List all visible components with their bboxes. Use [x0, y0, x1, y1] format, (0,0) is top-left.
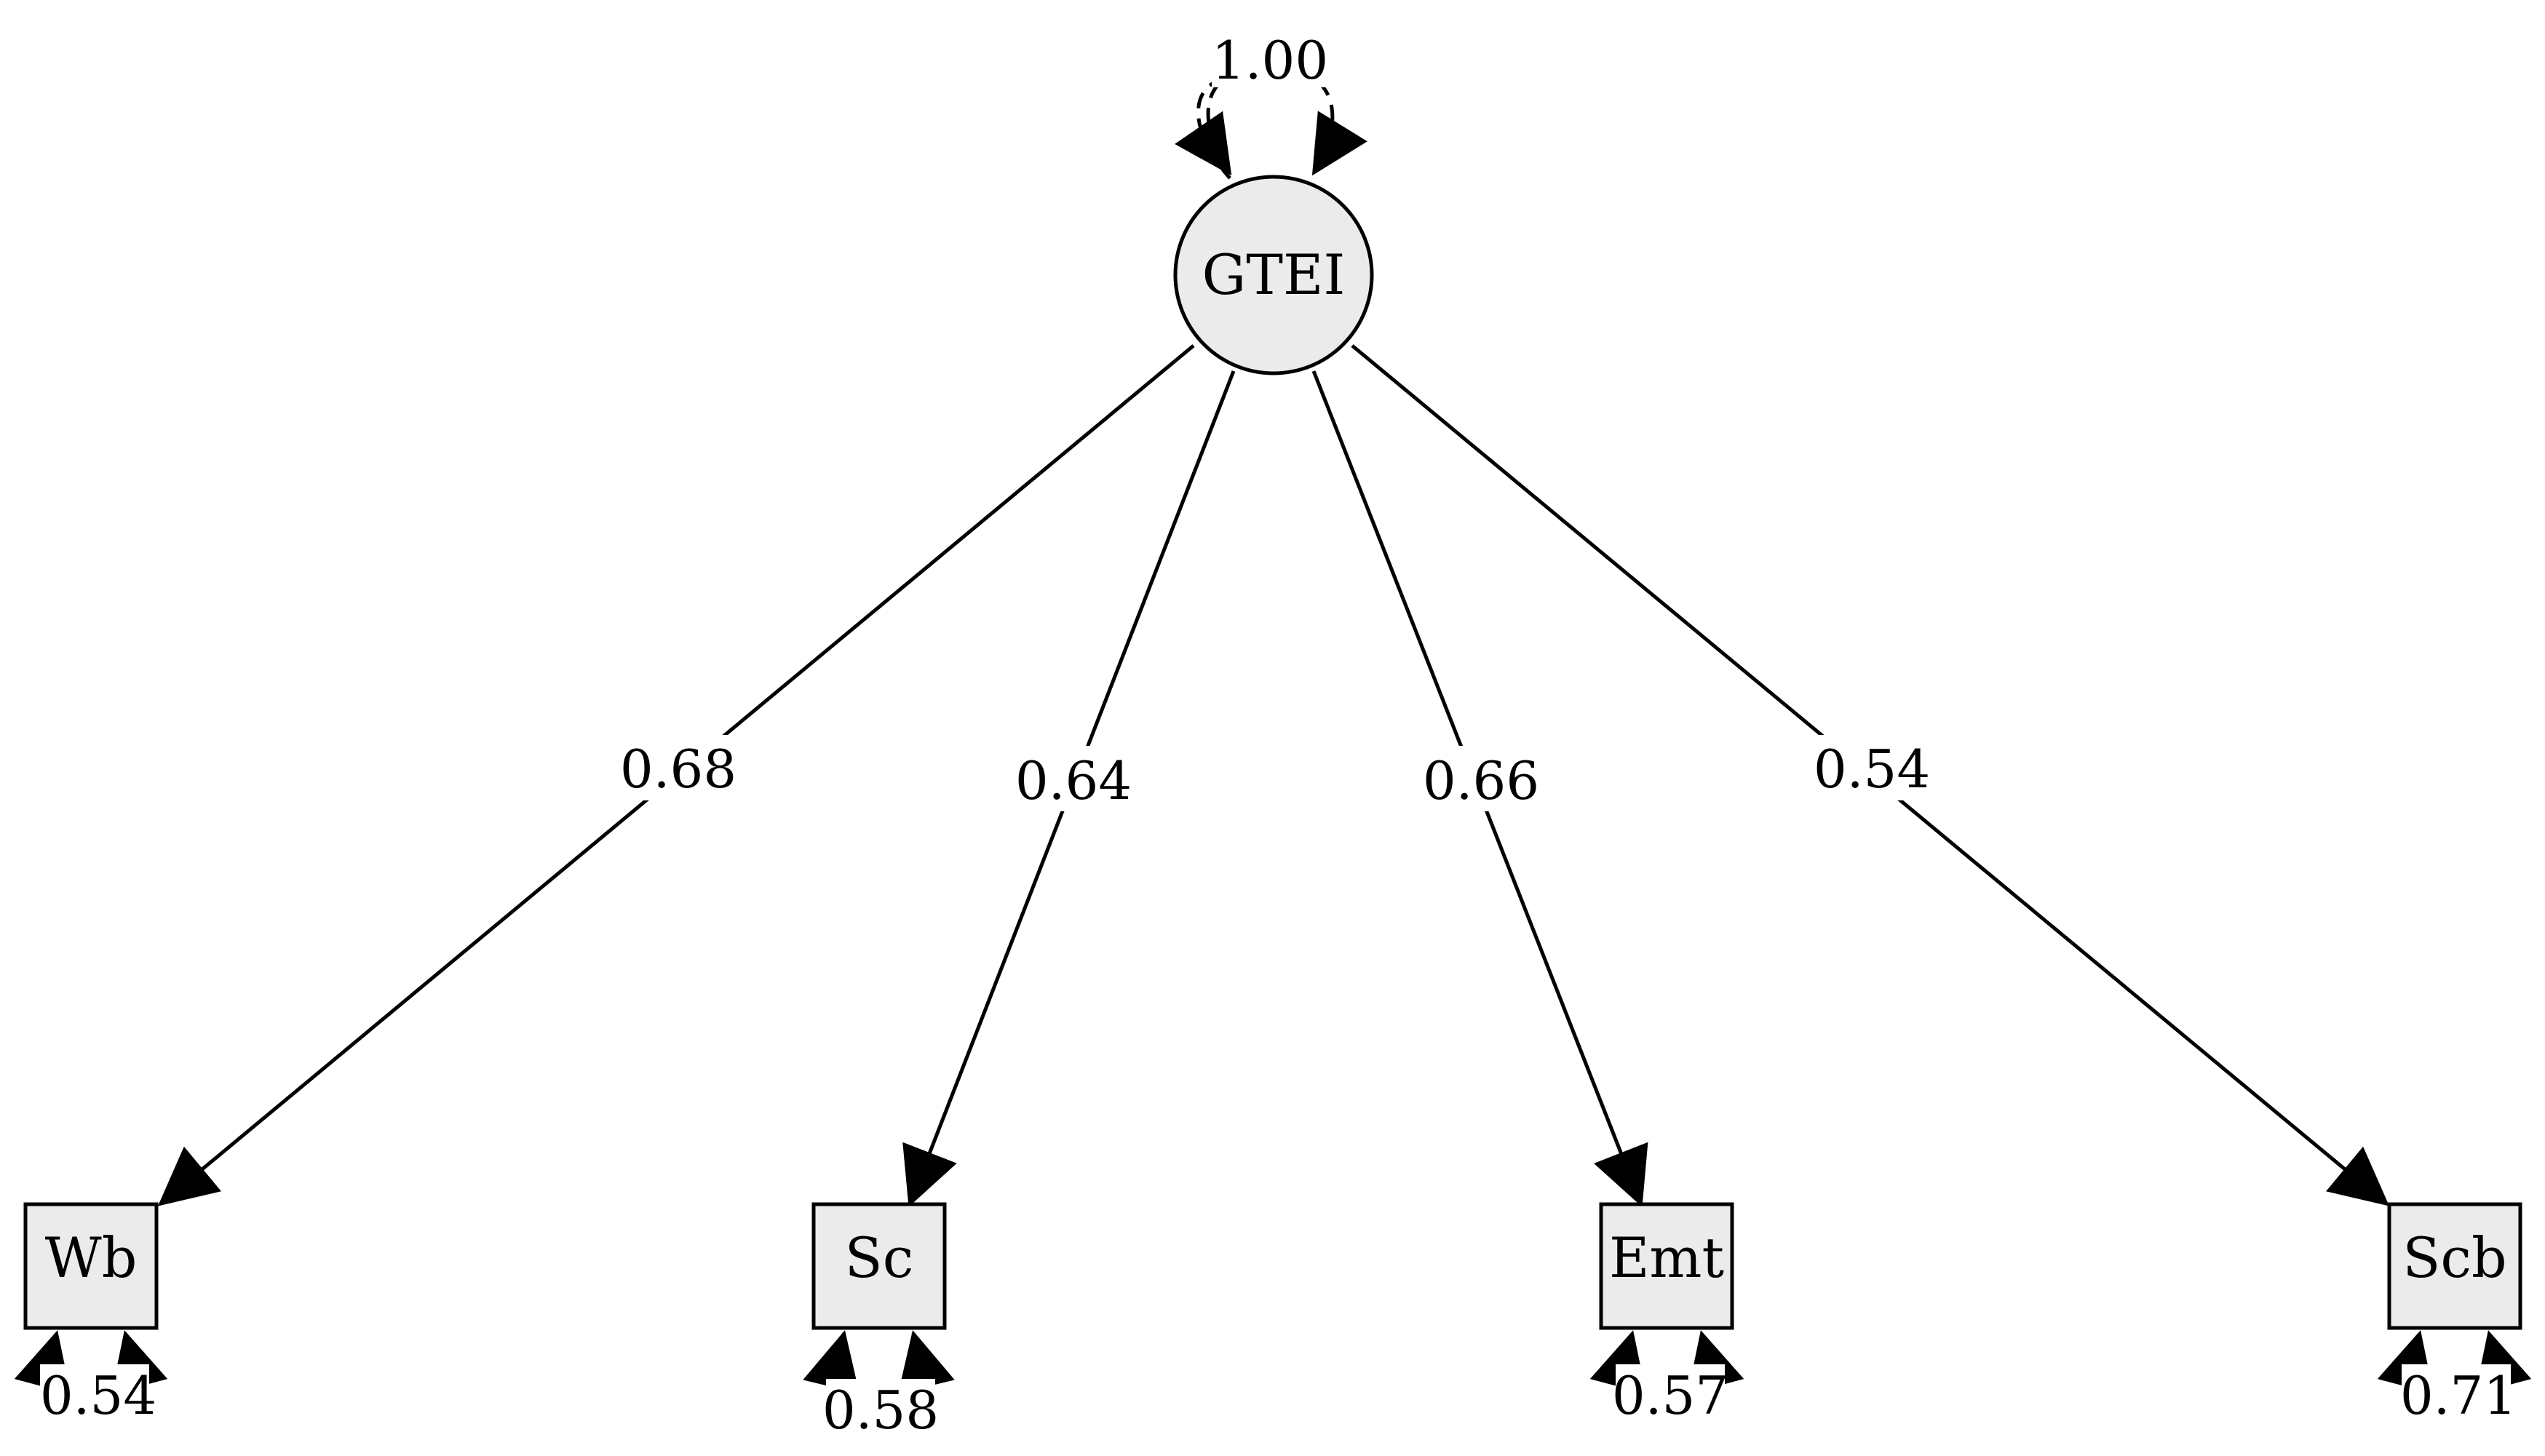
indicator-label-scb: Scb: [2402, 1225, 2506, 1290]
indicator-label-sc: Sc: [845, 1225, 914, 1290]
indicator-node-wb: Wb: [23, 1202, 159, 1330]
latent-variance-label: 1.00: [1212, 30, 1328, 91]
indicator-label-wb: Wb: [45, 1225, 138, 1290]
loading-label-emt: 0.66: [1423, 750, 1539, 811]
latent-variance-label-bg: [1212, 25, 1328, 87]
residual-label-sc: 0.58: [822, 1380, 939, 1441]
latent-node-gtei: GTEI: [1173, 175, 1374, 375]
loading-path-emt: 0.66: [1311, 370, 1648, 1207]
loading-label-wb: 0.68: [620, 739, 736, 800]
residual-label-emt: 0.57: [1612, 1365, 1728, 1426]
loading-label-sc: 0.64: [1015, 750, 1132, 811]
indicator-node-scb: Scb: [2387, 1202, 2522, 1330]
loading-path-wb: 0.68: [157, 344, 1195, 1206]
residual-label-scb: 0.71: [2400, 1365, 2517, 1426]
residual-loop-wb: 0.54: [14, 1330, 168, 1426]
indicator-node-sc: Sc: [811, 1202, 947, 1330]
residual-loop-emt: 0.57: [1589, 1330, 1744, 1426]
loading-path-sc: 0.64: [902, 370, 1236, 1207]
indicator-node-emt: Emt: [1599, 1202, 1734, 1330]
residual-label-wb: 0.54: [40, 1365, 156, 1426]
loading-label-scb: 0.54: [1814, 739, 1930, 800]
residual-loop-scb: 0.71: [2377, 1330, 2532, 1426]
indicator-label-emt: Emt: [1609, 1225, 1724, 1290]
loading-path-scb: 0.54: [1351, 344, 2390, 1206]
residual-loop-sc: 0.58: [803, 1330, 955, 1441]
latent-node-label: GTEI: [1202, 242, 1346, 307]
